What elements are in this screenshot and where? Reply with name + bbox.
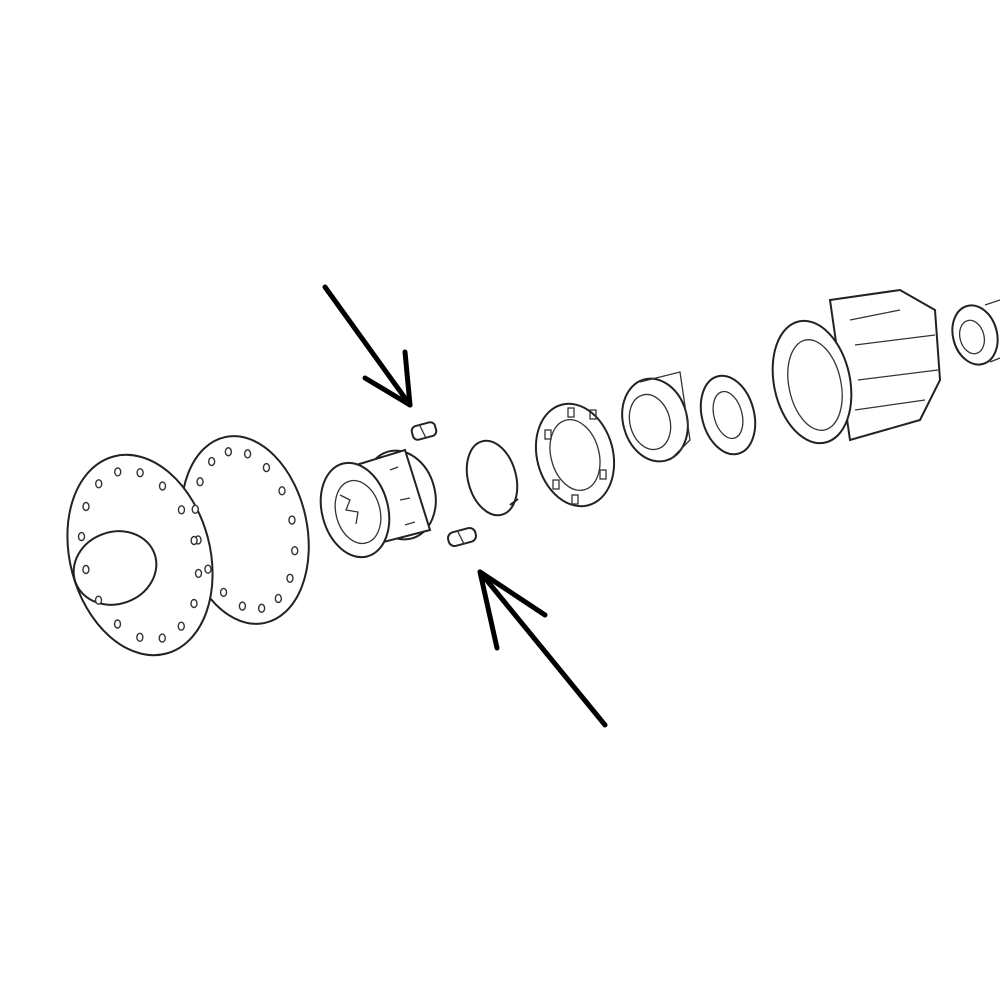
spoke-hole bbox=[286, 573, 294, 583]
spoke-hole bbox=[194, 568, 203, 579]
spoke-hole bbox=[77, 531, 86, 542]
spoke-hole bbox=[190, 598, 198, 609]
spoke-hole bbox=[238, 601, 247, 611]
freehub-body bbox=[771, 288, 942, 445]
spoke-hole bbox=[278, 486, 286, 496]
hub-shell bbox=[66, 435, 310, 657]
pawl-spring-ring bbox=[465, 439, 519, 517]
spoke-hole bbox=[114, 467, 122, 477]
spoke-hole bbox=[204, 564, 212, 574]
spoke-hole bbox=[288, 515, 296, 525]
spoke-hole bbox=[262, 462, 271, 473]
spoke-hole bbox=[136, 632, 144, 642]
spoke-hole bbox=[158, 481, 167, 491]
spoke-hole bbox=[207, 456, 216, 467]
spoke-hole bbox=[291, 546, 299, 556]
spoke-hole bbox=[257, 603, 266, 613]
spoke-hole bbox=[274, 593, 283, 604]
spoke-hole bbox=[243, 449, 252, 459]
spoke-hole bbox=[82, 501, 90, 512]
spoke-hole bbox=[158, 633, 166, 643]
spoke-hole bbox=[196, 477, 204, 487]
spoke-hole bbox=[224, 447, 233, 457]
spoke-holes bbox=[77, 447, 299, 643]
spoke-hole bbox=[94, 595, 103, 605]
bearing-left bbox=[621, 371, 691, 463]
lower-pawl bbox=[447, 526, 477, 548]
bearing-right bbox=[699, 374, 757, 456]
upper-pawl bbox=[410, 421, 438, 441]
ring-nut bbox=[534, 402, 616, 508]
end-cap bbox=[951, 299, 1000, 366]
spoke-hole bbox=[136, 468, 144, 478]
spoke-hole bbox=[82, 564, 90, 575]
arrow-upper-pawl-icon bbox=[322, 284, 413, 408]
spoke-hole bbox=[177, 505, 186, 515]
spoke-hole bbox=[219, 587, 228, 598]
spoke-hole bbox=[113, 619, 122, 629]
spoke-hole bbox=[191, 504, 199, 514]
spoke-hole bbox=[177, 621, 185, 631]
ratchet-body bbox=[319, 448, 437, 559]
arrow-lower-pawl-icon bbox=[477, 569, 608, 728]
spoke-hole bbox=[95, 479, 103, 489]
spoke-hole bbox=[190, 535, 198, 546]
